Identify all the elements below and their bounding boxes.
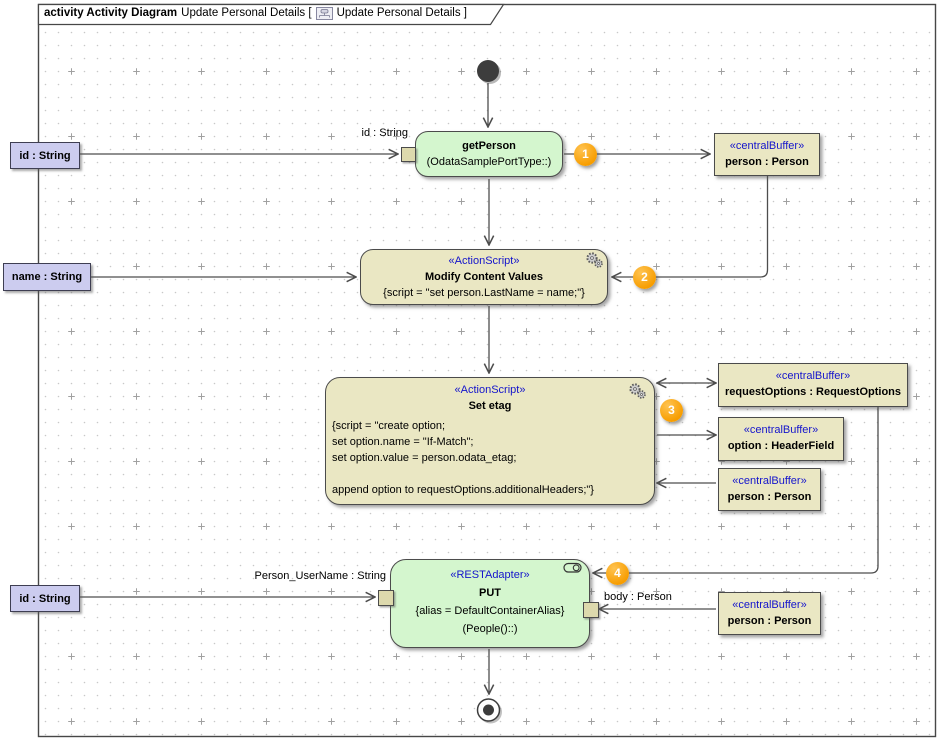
setetag-script-line: {script = "create option; xyxy=(332,420,446,432)
frame-title: activity Activity Diagram Update Persona… xyxy=(44,6,467,20)
setetag-script-line xyxy=(332,466,648,482)
diagram-icon xyxy=(315,7,333,20)
param-node-name[interactable]: name : String xyxy=(3,263,91,291)
step-badge-2[interactable]: 2 xyxy=(633,266,656,289)
centralbuffer-stereotype: «centralBuffer» xyxy=(775,370,851,382)
gears-icon xyxy=(629,383,646,399)
action-modify-stereotype: «ActionScript» xyxy=(448,255,520,267)
input-pin-put-left[interactable] xyxy=(378,590,394,606)
centralbuffer-stereotype: «centralBuffer» xyxy=(743,424,819,436)
edge-requestoptions-to-put[interactable] xyxy=(593,407,879,573)
centralbuffer-person-mid[interactable]: «centralBuffer» person : Person xyxy=(718,468,821,511)
centralbuffer-option-name: option : HeaderField xyxy=(727,440,835,452)
action-modify-content-values[interactable]: «ActionScript» Modify Content Values {sc… xyxy=(360,249,608,305)
action-put-alias: {alias = DefaultContainerAlias} xyxy=(415,605,565,617)
toggle-icon xyxy=(563,562,582,573)
action-setetag-name: Set etag xyxy=(468,400,512,412)
action-modify-name: Modify Content Values xyxy=(425,271,543,283)
edge-label-body-person: body : Person xyxy=(604,591,672,603)
centralbuffer-requestoptions[interactable]: «centralBuffer» requestOptions : Request… xyxy=(718,363,908,407)
step-badge-3[interactable]: 3 xyxy=(660,399,683,422)
action-getperson-operation: (OdataSamplePortType::) xyxy=(426,156,552,168)
centralbuffer-requestoptions-name: requestOptions : RequestOptions xyxy=(724,386,901,398)
setetag-script-line: set option.name = "If-Match"; xyxy=(332,436,474,448)
step-badge-4[interactable]: 4 xyxy=(606,562,629,585)
edge-personbuffer-to-modify[interactable] xyxy=(612,176,769,277)
setetag-script-line: set option.value = person.odata_etag; xyxy=(332,452,517,464)
param-node-id-top[interactable]: id : String xyxy=(10,142,80,169)
action-put-stereotype: «RESTAdapter» xyxy=(450,569,530,581)
initial-node[interactable] xyxy=(477,60,499,82)
centralbuffer-stereotype: «centralBuffer» xyxy=(732,475,807,487)
action-put-resource: (People()::) xyxy=(462,623,518,635)
frame-name-close: Update Personal Details ] xyxy=(336,7,467,19)
gears-icon xyxy=(586,252,603,268)
input-pin-put-right[interactable] xyxy=(583,602,599,618)
centralbuffer-person-top[interactable]: «centralBuffer» person : Person xyxy=(714,133,820,176)
frame-keyword: activity Activity Diagram xyxy=(44,7,178,19)
action-getperson-name: getPerson xyxy=(462,140,516,152)
edge-label-id-string: id : String xyxy=(361,127,408,139)
centralbuffer-person-bottom[interactable]: «centralBuffer» person : Person xyxy=(718,592,821,635)
setetag-script-line: append option to requestOptions.addition… xyxy=(332,484,594,496)
action-put[interactable]: «RESTAdapter» PUT {alias = DefaultContai… xyxy=(390,559,590,648)
centralbuffer-person-bottom-name: person : Person xyxy=(727,615,812,627)
action-modify-script: {script = "set person.LastName = name;"} xyxy=(383,287,585,299)
centralbuffer-person-mid-name: person : Person xyxy=(727,491,812,503)
frame-name-open: Update Personal Details [ xyxy=(181,7,312,19)
action-put-name: PUT xyxy=(479,587,501,599)
input-pin-getperson[interactable] xyxy=(401,147,416,162)
action-getperson[interactable]: getPerson (OdataSamplePortType::) xyxy=(415,131,563,177)
centralbuffer-stereotype: «centralBuffer» xyxy=(729,140,805,152)
centralbuffer-stereotype: «centralBuffer» xyxy=(732,599,807,611)
param-node-id-bottom[interactable]: id : String xyxy=(10,585,80,612)
frame-title-tab[interactable] xyxy=(37,3,505,26)
centralbuffer-person-top-name: person : Person xyxy=(725,156,809,168)
edge-label-person-username: Person_UserName : String xyxy=(254,570,386,582)
action-set-etag[interactable]: «ActionScript» Set etag {script = "creat… xyxy=(325,377,655,505)
action-setetag-stereotype: «ActionScript» xyxy=(454,384,526,396)
step-badge-1[interactable]: 1 xyxy=(574,143,597,166)
final-node-core xyxy=(483,704,494,716)
centralbuffer-option[interactable]: «centralBuffer» option : HeaderField xyxy=(718,417,844,461)
